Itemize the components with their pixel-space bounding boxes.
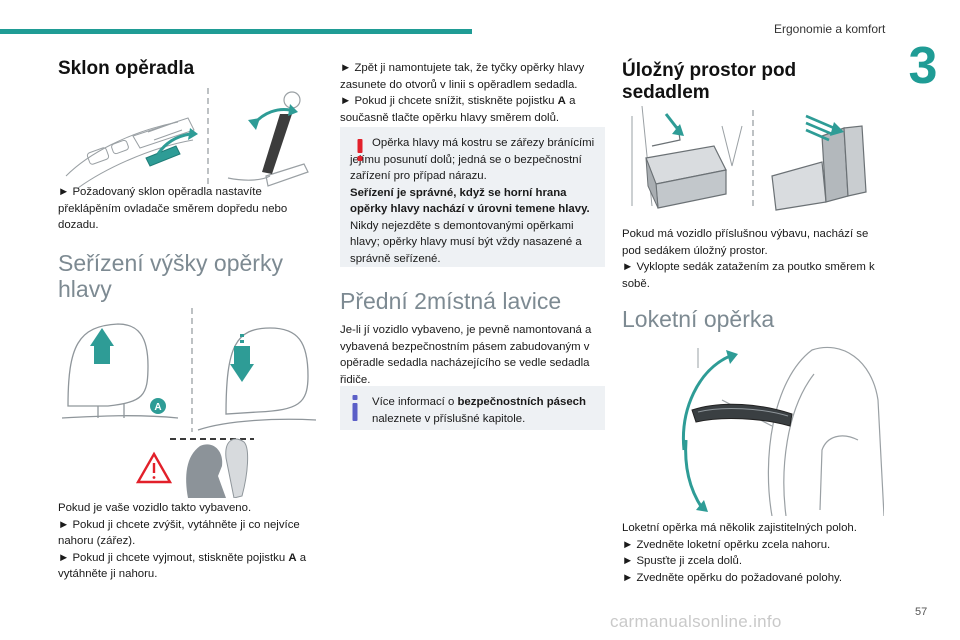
refit-line: ► Zpět ji namontujete tak, že tyčky opěr…: [340, 62, 585, 91]
lower-line: ► Pokud ji chcete snížit, stiskněte poji…: [340, 95, 576, 124]
backrest-title: Sklon opěradla: [58, 58, 195, 79]
section-header: Ergonomie a komfort: [774, 22, 886, 36]
bench-text: Je-li jí vozidlo vybaveno, je pevně namo…: [340, 324, 592, 386]
headrest-line-2: ► Pokud ji chcete zvýšit, vytáhněte ji c…: [58, 518, 300, 548]
latch-a-badge: [150, 398, 166, 414]
storage-text: Pokud má vozidlo příslušnou výbavu, nach…: [622, 226, 887, 292]
armrest-line-2: ► Zvedněte loketní opěrku zcela nahoru.: [622, 538, 831, 551]
storage-line-2: ► Vyklopte sedák zatažením za poutko smě…: [622, 261, 875, 290]
bench-title: Přední 2místná lavice: [340, 288, 562, 314]
armrest-text: Loketní opěrka má několik zajistitelných…: [622, 520, 887, 586]
headrest-text: Pokud je vaše vozidlo takto vybaveno. ► …: [58, 500, 320, 583]
warning-p2: Seřízení je správné, když se horní hrana…: [350, 186, 590, 216]
warning-icon: [357, 139, 363, 161]
page-number: 57: [915, 606, 928, 618]
top-accent-bar: [0, 29, 472, 34]
info-box: Více informací o bezpečnostních pásech n…: [340, 386, 605, 430]
armrest-line-4: ► Zvedněte opěrku do požadované polohy.: [622, 571, 843, 584]
armrest-figure: [681, 346, 884, 516]
warning-p3: Nikdy nejezděte s demontovanými opěrkami…: [350, 219, 582, 265]
storage-figure: [631, 106, 867, 211]
info-icon: [352, 395, 358, 421]
headrest-figure: A: [61, 308, 317, 498]
armrest-line-1: Loketní opěrka má několik zajistitelných…: [622, 522, 857, 534]
armrest-title: Loketní opěrka: [622, 306, 775, 332]
backrest-lever: [145, 145, 181, 167]
svg-text:A: A: [154, 402, 161, 413]
warning-p1: Opěrka hlavy má kostru se zářezy bránící…: [350, 137, 595, 182]
headrest-line-1: Pokud je vaše vozidlo takto vybaveno.: [58, 502, 252, 514]
warning-box: Opěrka hlavy má kostru se zářezy bránící…: [340, 127, 605, 267]
headrest-refit-text: ► Zpět ji namontujete tak, že tyčky opěr…: [340, 60, 605, 126]
armrest-line-3: ► Spusťte ji zcela dolů.: [622, 555, 743, 567]
headrest-line-3: ► Pokud ji chcete vyjmout, stiskněte poj…: [58, 551, 307, 581]
backrest-text: ► Požadovaný sklon opěradla nastavíte př…: [58, 186, 288, 231]
headrest-title: Seřízení výšky opěrky hlavy: [58, 250, 283, 303]
info-text: Více informací o bezpečnostních pásech n…: [372, 396, 586, 425]
backrest-figure: [65, 88, 309, 189]
storage-line-1: Pokud má vozidlo příslušnou výbavu, nach…: [622, 228, 869, 257]
watermark: carmanualsonline.info: [610, 612, 782, 631]
storage-title: Úložný prostor pod sedadlem: [622, 60, 797, 103]
chapter-number: 3: [908, 37, 938, 95]
